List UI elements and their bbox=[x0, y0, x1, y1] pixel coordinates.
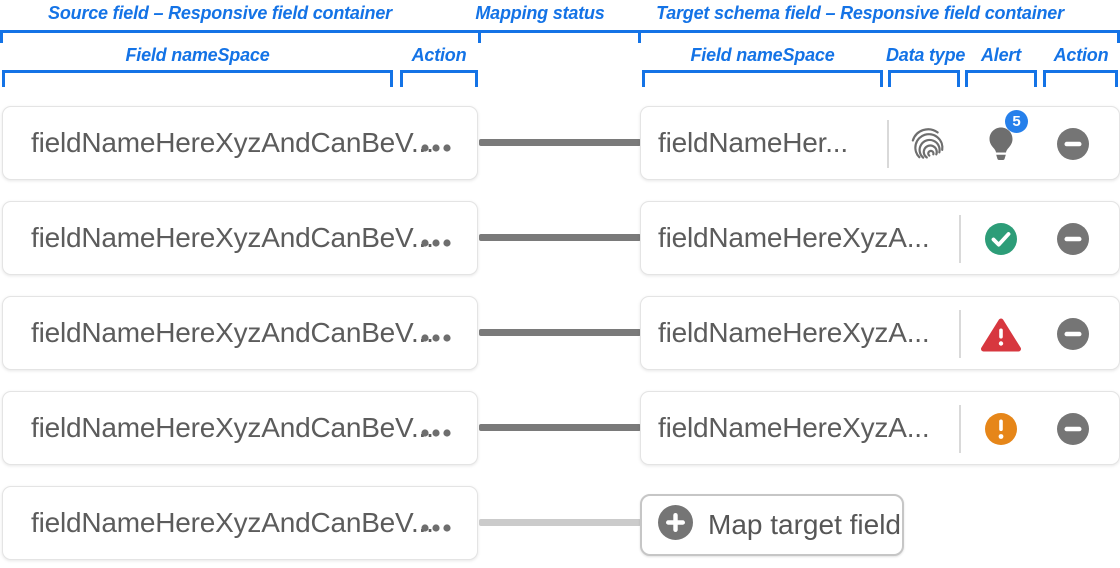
data-type-column-label: Data type bbox=[886, 45, 966, 65]
alert-column-label: Alert bbox=[980, 45, 1021, 65]
source-container-annotation: Source field – Responsive field containe… bbox=[48, 3, 392, 23]
mapping-connector bbox=[479, 139, 641, 146]
target-field-name: fieldNameHereXyzA... bbox=[658, 222, 930, 253]
unmapped-connector bbox=[479, 519, 641, 526]
bracket-tick bbox=[0, 30, 3, 43]
target-field-pill[interactable]: fieldNameHereXyzA... bbox=[640, 201, 1120, 275]
source-field-name: fieldNameHereXyzAndCanBeV... bbox=[31, 412, 434, 443]
target-container-annotation: Target schema field – Responsive field c… bbox=[656, 3, 1064, 23]
success-check-icon bbox=[985, 223, 1017, 260]
map-target-field-button[interactable]: Map target field bbox=[640, 494, 904, 556]
source-field-pill[interactable]: fieldNameHereXyzAndCanBeV... bbox=[2, 391, 478, 465]
target-field-name: fieldNameHereXyzA... bbox=[658, 412, 930, 443]
source-field-name: fieldNameHereXyzAndCanBeV... bbox=[31, 222, 434, 253]
error-triangle-icon bbox=[980, 317, 1022, 358]
divider bbox=[959, 310, 961, 358]
source-action-bracket bbox=[400, 70, 478, 87]
divider bbox=[959, 405, 961, 453]
divider bbox=[959, 215, 961, 263]
container-bracket-line bbox=[0, 30, 1120, 33]
target-field-namespace-column-label: Field nameSpace bbox=[690, 45, 835, 65]
target-namespace-bracket bbox=[642, 70, 883, 87]
more-actions-icon[interactable] bbox=[421, 329, 451, 342]
remove-mapping-icon[interactable] bbox=[1057, 223, 1089, 260]
mapping-connector bbox=[479, 234, 641, 241]
source-field-pill[interactable]: fieldNameHereXyzAndCanBeV... bbox=[2, 486, 478, 560]
more-actions-icon[interactable] bbox=[421, 424, 451, 437]
bracket-tick bbox=[1117, 30, 1120, 43]
target-field-name: fieldNameHer... bbox=[658, 127, 848, 158]
remove-mapping-icon[interactable] bbox=[1057, 413, 1089, 450]
source-field-name: fieldNameHereXyzAndCanBeV... bbox=[31, 317, 434, 348]
bracket-tick bbox=[478, 30, 481, 43]
source-field-pill[interactable]: fieldNameHereXyzAndCanBeV... bbox=[2, 296, 478, 370]
add-plus-icon bbox=[658, 505, 693, 545]
bracket-tick bbox=[638, 30, 641, 43]
warning-exclamation-icon bbox=[985, 413, 1017, 450]
source-field-name: fieldNameHereXyzAndCanBeV... bbox=[31, 127, 434, 158]
mapping-status-annotation: Mapping status bbox=[475, 3, 605, 23]
mapping-connector bbox=[479, 424, 641, 431]
target-field-pill[interactable]: fieldNameHereXyzA... bbox=[640, 296, 1120, 370]
target-field-pill[interactable]: fieldNameHer... 5 bbox=[640, 106, 1120, 180]
target-field-pill[interactable]: fieldNameHereXyzA... bbox=[640, 391, 1120, 465]
more-actions-icon[interactable] bbox=[421, 519, 451, 532]
source-field-namespace-column-label: Field nameSpace bbox=[125, 45, 270, 65]
alert-count-badge: 5 bbox=[1005, 110, 1028, 133]
data-type-bracket bbox=[888, 70, 960, 87]
target-field-name: fieldNameHereXyzA... bbox=[658, 317, 930, 348]
source-field-pill[interactable]: fieldNameHereXyzAndCanBeV... bbox=[2, 201, 478, 275]
remove-mapping-icon[interactable] bbox=[1057, 128, 1089, 165]
remove-mapping-icon[interactable] bbox=[1057, 318, 1089, 355]
mapping-connector bbox=[479, 329, 641, 336]
more-actions-icon[interactable] bbox=[421, 139, 451, 152]
lightbulb-icon[interactable] bbox=[988, 126, 1014, 166]
source-field-pill[interactable]: fieldNameHereXyzAndCanBeV... bbox=[2, 106, 478, 180]
alert-bracket bbox=[965, 70, 1037, 87]
source-action-column-label: Action bbox=[411, 45, 467, 65]
source-namespace-bracket bbox=[2, 70, 393, 87]
map-target-field-label: Map target field bbox=[708, 509, 901, 540]
divider bbox=[887, 120, 889, 168]
target-action-bracket bbox=[1043, 70, 1118, 87]
target-action-column-label: Action bbox=[1053, 45, 1109, 65]
more-actions-icon[interactable] bbox=[421, 234, 451, 247]
fingerprint-icon bbox=[910, 123, 946, 168]
source-field-name: fieldNameHereXyzAndCanBeV... bbox=[31, 507, 434, 538]
